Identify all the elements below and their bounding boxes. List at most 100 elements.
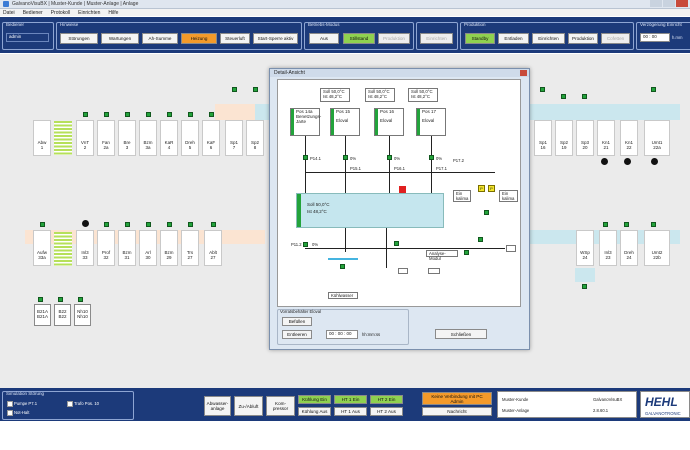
heating-button[interactable]: Heizung xyxy=(181,33,217,44)
pump-p17-1[interactable] xyxy=(429,155,434,160)
menu-hilfe[interactable]: Hilfe xyxy=(108,10,119,16)
pipe xyxy=(305,172,495,173)
title-bar: GalvanoVisuBX | Muster-Kunde | Muster-An… xyxy=(0,0,690,9)
ventilation-button[interactable]: Zu-/Abluft xyxy=(234,396,263,416)
sensor xyxy=(167,222,172,227)
start-lock-button[interactable]: Start-Sperre aktiv xyxy=(253,33,298,44)
dialog-close-icon[interactable] xyxy=(520,70,527,76)
ht1-on-button[interactable]: HT 1 Ein xyxy=(334,395,367,404)
percent-label: 0% xyxy=(394,156,401,161)
sim-trafo-checkbox[interactable] xyxy=(67,401,73,407)
close-dialog-button[interactable]: Schließen xyxy=(435,329,487,339)
menu-bediener[interactable]: Bediener xyxy=(22,10,43,16)
pump-p16-1[interactable] xyxy=(387,155,392,160)
cooling-on-button[interactable]: Kühlung Ein xyxy=(298,395,331,404)
pump-p15-1[interactable] xyxy=(343,155,348,160)
empty-button[interactable]: Entleeren xyxy=(282,330,312,339)
analyse-modul-box[interactable]: Analyse-Modul xyxy=(426,250,458,261)
ht1-off-button[interactable]: HT 1 Aus xyxy=(334,407,367,416)
faults-button[interactable]: Störungen xyxy=(60,33,98,44)
mode-production-button[interactable]: Produktion xyxy=(378,33,410,44)
cooling-water-box[interactable]: Kühlwasser xyxy=(328,292,358,299)
ah-sum-button[interactable]: Ah-Summe xyxy=(142,33,178,44)
sim-emergency-checkbox[interactable] xyxy=(7,410,13,416)
message-button[interactable]: Nachricht xyxy=(422,407,492,416)
ht2-on-button[interactable]: HT 2 Ein xyxy=(370,395,403,404)
cooling-off-button[interactable]: Kühlung Aus xyxy=(298,407,331,416)
maintenance-button[interactable]: Wartungen xyxy=(101,33,139,44)
standby-button[interactable]: Standby xyxy=(465,33,495,44)
control-air-button[interactable]: Steuerluft xyxy=(220,33,250,44)
production-button[interactable]: Produktion xyxy=(568,33,598,44)
pump-indicator xyxy=(484,210,489,215)
main-tank[interactable]: Soll 50,0°C Ist 48,2°C xyxy=(296,193,444,228)
menu-einrichten[interactable]: Einrichten xyxy=(78,10,101,16)
menu-datei[interactable]: Datei xyxy=(3,10,15,16)
pump-p14-1[interactable] xyxy=(303,155,308,160)
sim-pump-checkbox[interactable] xyxy=(7,401,13,407)
sensor xyxy=(125,222,130,227)
delay-label: Verzögerung Einricht xyxy=(640,22,682,27)
sensor xyxy=(561,94,566,99)
unload-button[interactable]: Entladen xyxy=(498,33,529,44)
time-input[interactable]: 00 : 00 : 00 xyxy=(326,330,358,339)
mode-off-button[interactable]: Aus xyxy=(309,33,339,44)
menu-protokoll[interactable]: Protokoll xyxy=(50,10,71,16)
close-button[interactable] xyxy=(676,0,688,7)
setup-button[interactable]: Einrichten xyxy=(420,33,453,44)
ein-kalima-box[interactable]: Ein kalima xyxy=(453,190,471,202)
ht2-off-button[interactable]: HT 2 Aus xyxy=(370,407,403,416)
fill-button[interactable]: Befüllen xyxy=(282,317,312,326)
setup-production-button[interactable]: Einrichten xyxy=(532,33,565,44)
minimize-button[interactable] xyxy=(650,0,662,7)
delay-time-field[interactable]: 00 : 00 xyxy=(640,33,670,42)
maximize-button[interactable] xyxy=(663,0,675,7)
pump-p11-2[interactable] xyxy=(303,242,308,247)
bottom-toolbar: Simulation Störung Pumpe P7.1 Trafo Pos.… xyxy=(0,388,690,421)
motor-indicator xyxy=(651,158,658,165)
cofetten-button[interactable]: Cofetten xyxy=(601,33,630,44)
operator-field[interactable]: admin xyxy=(6,33,49,42)
mode-standstill-button[interactable]: Stillstand xyxy=(343,33,375,44)
wastewater-button[interactable]: Abwasser- anlage xyxy=(204,396,231,416)
hints-label: Hinweise xyxy=(60,22,79,27)
transfer-car xyxy=(575,268,595,282)
compressor-button[interactable]: Kom- pressor xyxy=(266,396,295,416)
ein-kalima-box-2[interactable]: Ein kalima xyxy=(499,190,518,202)
